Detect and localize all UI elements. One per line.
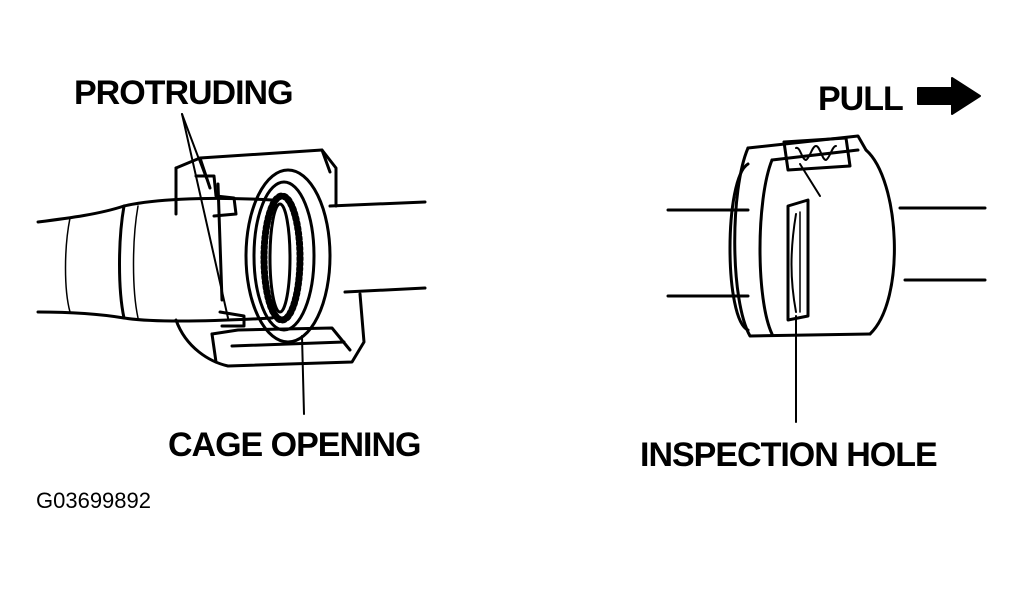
protruding-label: PROTRUDING (74, 74, 294, 112)
right-connector-housing (733, 134, 896, 338)
right-rear-pipe (898, 206, 987, 282)
pull-label: PULL (818, 80, 904, 118)
left-rear-pipe (328, 200, 427, 294)
inspection-hole-label: INSPECTION HOLE (640, 436, 938, 474)
figure-code: G03699892 (36, 488, 151, 513)
left-connector-assembly (36, 113, 427, 415)
left-front-tube (36, 196, 274, 323)
left-leader-lines (181, 113, 305, 415)
cage-opening-label: CAGE OPENING (168, 426, 421, 464)
cage-ring (260, 192, 304, 324)
inspection-window (786, 198, 810, 322)
right-arrow-icon (917, 77, 981, 115)
collar-inner-ring (252, 180, 316, 332)
cage-inner-edge (268, 202, 292, 314)
spring-latch (782, 136, 852, 197)
right-connector-assembly (666, 77, 987, 423)
collar-outer-ring (244, 168, 332, 344)
